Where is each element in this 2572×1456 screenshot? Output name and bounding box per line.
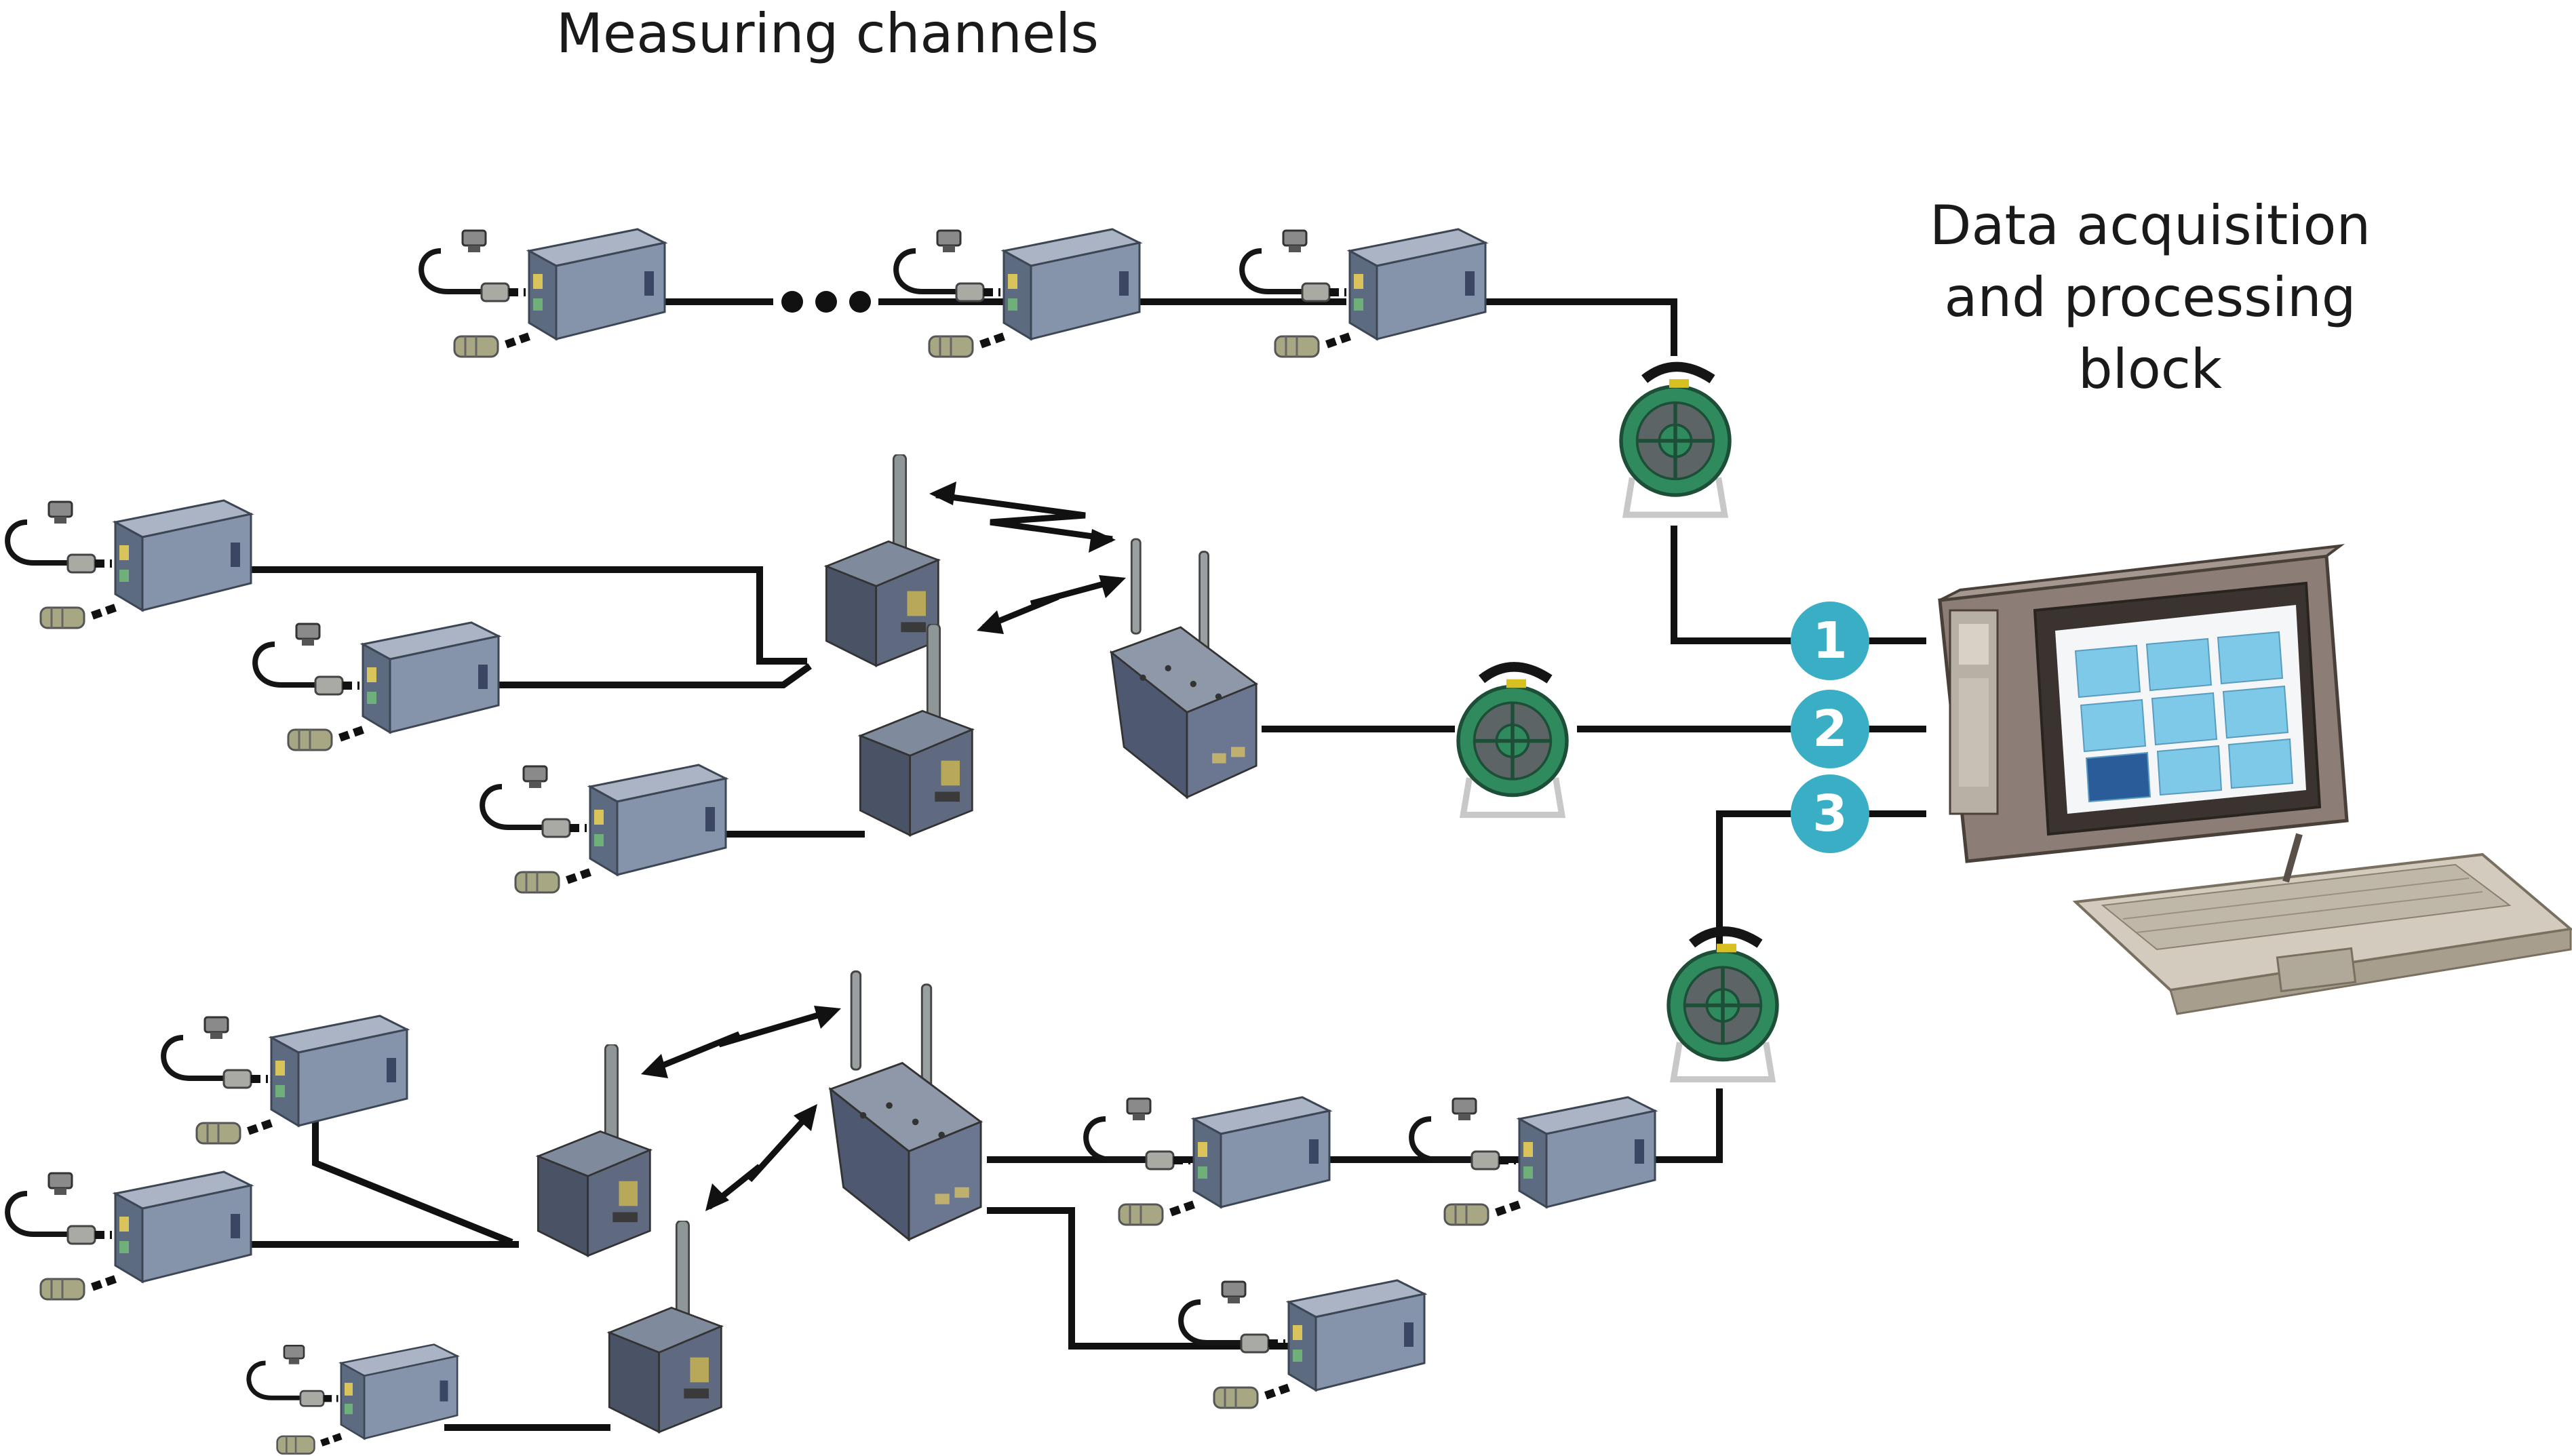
- daq-block-title: Data acquisition and processing block: [1886, 190, 2415, 406]
- sensor-node-icon: [7, 500, 251, 628]
- ellipsis-dot: [849, 291, 871, 313]
- sensor-node-icon: [249, 1345, 457, 1454]
- channel-badge-1: 1: [1791, 602, 1869, 680]
- sensor-node-icon: [255, 623, 499, 750]
- radio-base-station-icon: [1110, 538, 1258, 799]
- cable-line: [220, 566, 807, 665]
- cable-line: [471, 663, 812, 688]
- sensor-node-icon: [421, 229, 665, 357]
- daq-block-title-line-3: block: [2078, 338, 2223, 401]
- channel-number: 1: [1812, 612, 1848, 670]
- radio-base-station-icon: [829, 970, 982, 1241]
- channel-badge-3: 3: [1791, 774, 1869, 853]
- cable-line: [987, 1207, 1295, 1350]
- wireless-link-icon: [977, 575, 1126, 634]
- cable-line: [1671, 526, 1794, 644]
- daq-block-title-line-2: and processing: [1944, 266, 2356, 329]
- daq-block-title-line-1: Data acquisition: [1929, 194, 2371, 257]
- sensor-node-icon: [163, 1016, 407, 1143]
- radio-transmitter-icon: [608, 1221, 722, 1434]
- sensor-node-icon: [896, 229, 1139, 357]
- sensor-node-icon: [482, 765, 726, 892]
- radio-transmitter-icon: [537, 1044, 651, 1257]
- sensor-node-icon: [7, 1172, 251, 1299]
- cable-reel-icon: [1669, 931, 1777, 1079]
- wireless-link-icon: [929, 481, 1116, 553]
- measuring-channels-title: Measuring channels: [556, 2, 1099, 65]
- sensor-node-icon: [1086, 1097, 1329, 1225]
- channel-badge-icon: [1791, 602, 1869, 680]
- wireless-link-icon: [705, 1104, 817, 1211]
- sensor-node-icon: [1411, 1097, 1655, 1225]
- cable-line: [1468, 298, 1677, 356]
- channel-number: 3: [1812, 785, 1848, 843]
- cable-reel-icon: [1621, 367, 1730, 515]
- ellipsis-dot: [815, 291, 837, 313]
- radio-transmitter-icon: [825, 454, 939, 667]
- ellipsis-dot: [781, 291, 803, 313]
- cable-line: [1638, 1088, 1723, 1163]
- sensor-node-icon: [1181, 1280, 1424, 1408]
- channel-badge-icon: [1791, 774, 1869, 853]
- channel-badge-2: 2: [1791, 690, 1869, 768]
- channel-number: 2: [1812, 700, 1848, 758]
- wireless-link-icon: [641, 1006, 841, 1078]
- cable-reel-icon: [1458, 667, 1567, 814]
- channel-badge-icon: [1791, 690, 1869, 768]
- sensor-node-icon: [1242, 229, 1485, 357]
- portable-computer-icon: [1938, 544, 2572, 1015]
